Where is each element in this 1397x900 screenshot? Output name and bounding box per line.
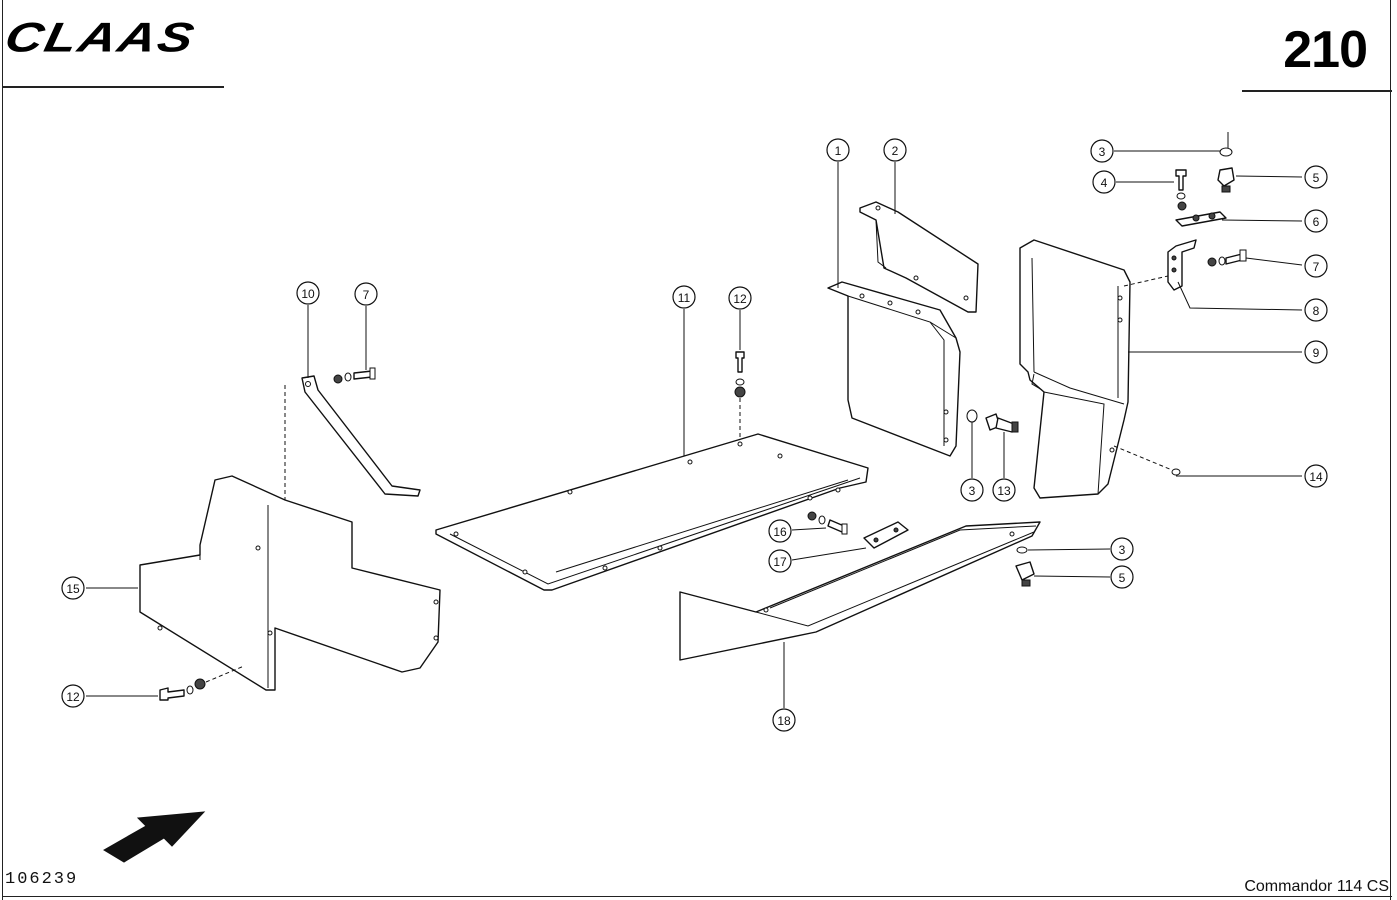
callout-10: 10 bbox=[296, 281, 320, 305]
svg-text:17: 17 bbox=[773, 555, 787, 569]
callout-15: 15 bbox=[61, 576, 85, 600]
callout-12-low: 12 bbox=[61, 684, 85, 708]
callout-3-low: 3 bbox=[1110, 537, 1134, 561]
leader-lines bbox=[86, 150, 1303, 708]
svg-text:3: 3 bbox=[1119, 543, 1126, 557]
part-bolt-12-lower bbox=[159, 665, 245, 701]
part-bolt-13 bbox=[966, 409, 1019, 433]
svg-text:7: 7 bbox=[363, 288, 370, 302]
svg-text:13: 13 bbox=[997, 484, 1011, 498]
callout-4: 4 bbox=[1092, 170, 1116, 194]
callout-18: 18 bbox=[772, 708, 796, 732]
callout-5-top: 5 bbox=[1304, 165, 1328, 189]
svg-text:5: 5 bbox=[1119, 571, 1126, 585]
callout-9: 9 bbox=[1304, 340, 1328, 364]
svg-text:14: 14 bbox=[1309, 470, 1323, 484]
svg-text:5: 5 bbox=[1313, 171, 1320, 185]
svg-text:11: 11 bbox=[678, 291, 691, 305]
part-lower-tray bbox=[679, 521, 1041, 661]
callout-3-top: 3 bbox=[1090, 139, 1114, 163]
callout-3-mid: 3 bbox=[960, 478, 984, 502]
callout-5-low: 5 bbox=[1110, 565, 1134, 589]
callout-2: 2 bbox=[883, 138, 907, 162]
part-upper-plate bbox=[859, 201, 979, 313]
callout-17: 17 bbox=[768, 549, 792, 573]
svg-text:4: 4 bbox=[1101, 176, 1108, 190]
svg-text:3: 3 bbox=[1099, 145, 1106, 159]
callout-16: 16 bbox=[768, 519, 792, 543]
part-strut bbox=[301, 367, 421, 497]
part-duct bbox=[1019, 239, 1181, 499]
model-name: Commandor 114 CS bbox=[1244, 878, 1389, 895]
callout-8: 8 bbox=[1304, 298, 1328, 322]
svg-text:8: 8 bbox=[1313, 304, 1320, 318]
callout-11: 11 bbox=[672, 285, 696, 309]
svg-text:1: 1 bbox=[835, 144, 842, 158]
svg-text:12: 12 bbox=[733, 292, 747, 306]
header-rule-left bbox=[2, 86, 224, 88]
callout-1: 1 bbox=[826, 138, 850, 162]
part-side-panel bbox=[139, 385, 441, 691]
callout-14: 14 bbox=[1304, 464, 1328, 488]
svg-text:6: 6 bbox=[1313, 215, 1320, 229]
svg-text:7: 7 bbox=[1313, 260, 1320, 274]
frame-left-border bbox=[2, 0, 3, 900]
header-rule-right bbox=[1242, 90, 1392, 92]
svg-text:2: 2 bbox=[892, 144, 899, 158]
callout-6: 6 bbox=[1304, 209, 1328, 233]
svg-text:15: 15 bbox=[66, 582, 80, 596]
footer-rule bbox=[2, 896, 1392, 897]
page-number: 210 bbox=[1283, 21, 1368, 79]
callout-12-top: 12 bbox=[728, 286, 752, 310]
part-bracket-hardware bbox=[1167, 132, 1247, 291]
svg-text:3: 3 bbox=[969, 484, 976, 498]
frame-right-border bbox=[1390, 0, 1391, 900]
svg-text:10: 10 bbox=[301, 287, 315, 301]
svg-text:16: 16 bbox=[773, 525, 787, 539]
svg-text:12: 12 bbox=[66, 690, 80, 704]
callout-7-left: 7 bbox=[354, 282, 378, 306]
direction-arrow-icon bbox=[103, 811, 206, 863]
svg-text:9: 9 bbox=[1313, 346, 1320, 360]
part-curved-shield bbox=[827, 281, 961, 457]
callout-7-right: 7 bbox=[1304, 254, 1328, 278]
svg-text:18: 18 bbox=[777, 714, 791, 728]
drawing-number: 106239 bbox=[5, 870, 79, 889]
part-floor-plate bbox=[435, 351, 869, 591]
part-hinge-plate bbox=[807, 511, 909, 549]
callout-13: 13 bbox=[992, 478, 1016, 502]
